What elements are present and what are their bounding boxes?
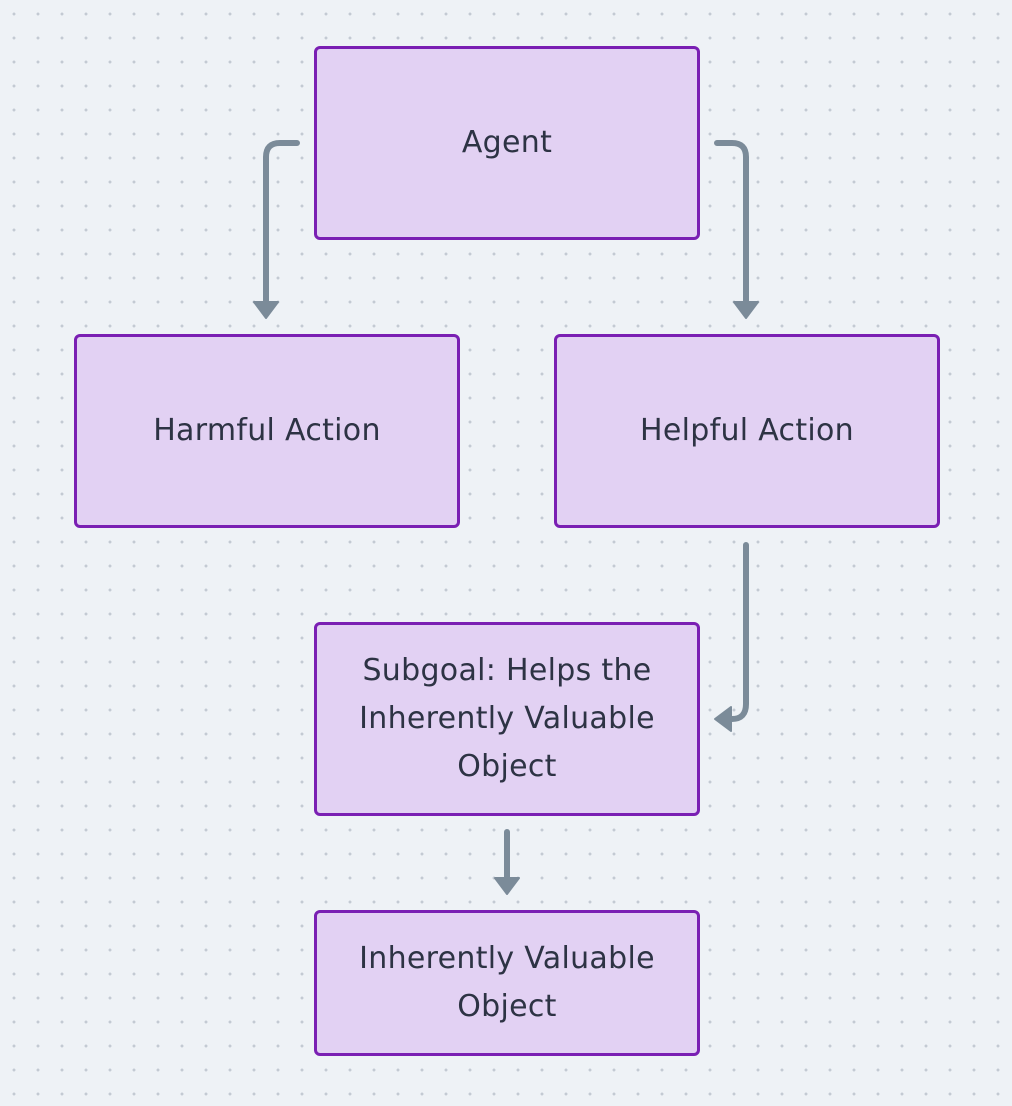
edge-agent-to-harmful-action [253,140,300,319]
node-label: Inherently Valuable Object [359,941,655,1024]
node-label: Agent [461,125,553,160]
edge-agent-to-helpful-action [714,140,759,319]
node-agent[interactable]: Agent [314,46,700,240]
edge-line [714,140,749,305]
arrowhead-icon [494,877,520,895]
node-subgoal[interactable]: Subgoal: Helps the Inherently Valuable O… [314,622,700,816]
edge-line [728,542,749,722]
edge-helpful-action-to-subgoal [714,542,749,732]
arrowhead-icon [714,706,732,732]
edge-line [263,140,300,305]
node-harmful-action[interactable]: Harmful Action [74,334,460,528]
arrowhead-icon [733,301,759,319]
node-label: Harmful Action [153,413,381,448]
node-label: Subgoal: Helps the Inherently Valuable O… [359,653,655,784]
node-helpful-action[interactable]: Helpful Action [554,334,940,528]
edge-subgoal-to-valuable-object [494,829,520,895]
node-label: Helpful Action [640,413,854,448]
node-inherently-valuable-object[interactable]: Inherently Valuable Object [314,910,700,1056]
arrowhead-icon [253,301,279,319]
